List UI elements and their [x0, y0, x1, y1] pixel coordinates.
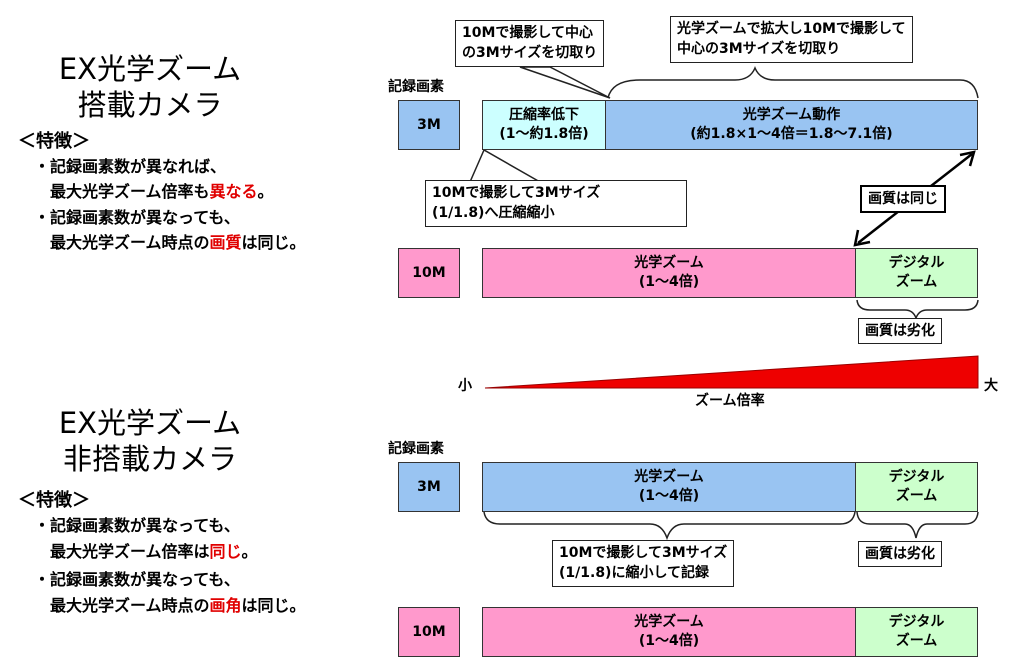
top-3m-label: 3M — [398, 100, 460, 150]
top-3m-optical-segment: 光学ズーム動作(約1.8×1～4倍＝1.8～7.1倍) — [605, 100, 978, 150]
bottom-feature2-line1: ・記録画素数が異なっても、 — [34, 570, 240, 589]
callout-crop: 10Mで撮影して中心の3Mサイズを切取り — [455, 20, 605, 67]
bottom-3m-digital-segment: デジタルズーム — [855, 462, 978, 512]
bottom-title-line2: 非搭載カメラ — [62, 442, 237, 476]
bottom-degraded-label: 画質は劣化 — [858, 541, 942, 568]
top-degraded-label: 画質は劣化 — [858, 318, 942, 345]
top-10m-label: 10M — [398, 248, 460, 298]
callout-compress: 10Mで撮影して3Mサイズ(1/1.8)へ圧縮縮小 — [425, 180, 687, 227]
bottom-feature2-line2: 最大光学ズーム時点の画角は同じ。 — [50, 596, 306, 615]
top-title-line1: EX光学ズーム — [58, 52, 242, 86]
top-features-heading: ＜特徴＞ — [18, 131, 90, 152]
top-title-line2: 搭載カメラ — [77, 88, 223, 122]
zoom-ratio-wedge — [484, 355, 979, 389]
top-feature1-line2: 最大光学ズーム倍率も異なる。 — [50, 182, 274, 201]
bottom-3m-optical-segment: 光学ズーム(1～4倍) — [482, 462, 856, 512]
top-feature2-line2: 最大光学ズーム時点の画質は同じ。 — [50, 233, 306, 252]
top-feature2-line1: ・記録画素数が異なっても、 — [34, 208, 240, 227]
callout-optical-crop: 光学ズームで拡大し10Mで撮影して中心の3Mサイズを切取り — [670, 16, 913, 63]
top-pixels-label: 記録画素 — [388, 79, 444, 95]
scale-large: 大 — [984, 378, 998, 394]
bottom-feature1-line1: ・記録画素数が異なっても、 — [34, 516, 240, 535]
callout-shrink: 10Mで撮影して3Mサイズ(1/1.8)に縮小して記録 — [552, 540, 735, 587]
bottom-10m-label: 10M — [398, 607, 460, 657]
bottom-3m-label: 3M — [398, 462, 460, 512]
top-10m-digital-segment: デジタルズーム — [855, 248, 978, 298]
bottom-10m-optical-segment: 光学ズーム(1～4倍) — [482, 607, 856, 657]
top-10m-optical-segment: 光学ズーム(1～4倍) — [482, 248, 856, 298]
scale-label: ズーム倍率 — [695, 393, 765, 409]
bottom-10m-digital-segment: デジタルズーム — [855, 607, 978, 657]
same-quality-label: 画質は同じ — [860, 185, 946, 214]
bottom-features-heading: ＜特徴＞ — [18, 490, 90, 511]
top-3m-compression-segment: 圧縮率低下(1～約1.8倍) — [482, 100, 606, 150]
bottom-title-line1: EX光学ズーム — [58, 406, 242, 440]
bottom-pixels-label: 記録画素 — [388, 441, 444, 457]
top-feature1-line1: ・記録画素数が異なれば、 — [34, 157, 227, 176]
bottom-feature1-line2: 最大光学ズーム倍率は同じ。 — [50, 542, 258, 561]
scale-small: 小 — [458, 378, 472, 394]
